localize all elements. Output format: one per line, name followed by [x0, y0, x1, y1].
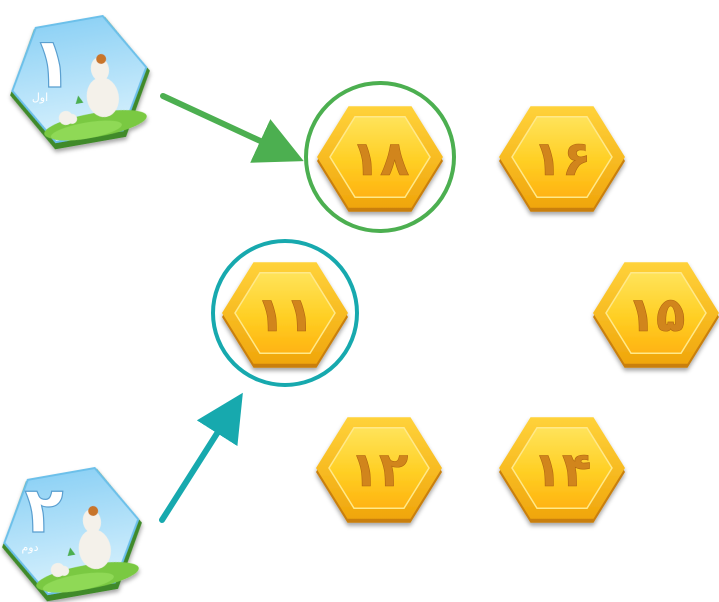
arrow-second-to-11 [159, 392, 243, 523]
number-tile[interactable]: ۱۸ [317, 106, 443, 212]
number-tile-face [328, 426, 430, 510]
number-tile[interactable]: ۱۶ [499, 106, 625, 212]
number-tile[interactable]: ۱۵ [593, 262, 719, 368]
number-tile-label: ۱۴ [533, 442, 592, 498]
player-tile-number-1: ۱ [31, 22, 74, 104]
number-tile[interactable]: ۱۴ [499, 417, 625, 523]
highlight-circle-second [211, 239, 359, 387]
number-tile-face [511, 115, 613, 199]
number-tile-label: ۱۶ [533, 131, 592, 187]
number-tile-label: ۱۵ [627, 287, 686, 343]
number-tile-face [511, 426, 613, 510]
player-tile-word-1: اول [32, 91, 48, 104]
number-tile-face [605, 271, 707, 355]
player-tile-number-2: ۲ [24, 474, 63, 548]
number-tile-label: ۱۸ [351, 131, 410, 187]
arrow-first-to-18 [160, 93, 304, 163]
number-tile-label: ۱۱ [256, 287, 315, 343]
number-tile[interactable]: ۱۱ [222, 262, 348, 368]
highlight-circle-first [304, 81, 456, 233]
number-tile[interactable]: ۱۲ [316, 417, 442, 523]
player-tile-word-2: دوم [21, 541, 38, 554]
player-tile-second[interactable]: ۲ دوم [0, 462, 153, 602]
number-tile-face [329, 115, 431, 199]
player-tile-first[interactable]: ۱ اول [0, 10, 161, 156]
number-tile-face [234, 271, 336, 355]
number-tile-label: ۱۲ [350, 442, 409, 498]
